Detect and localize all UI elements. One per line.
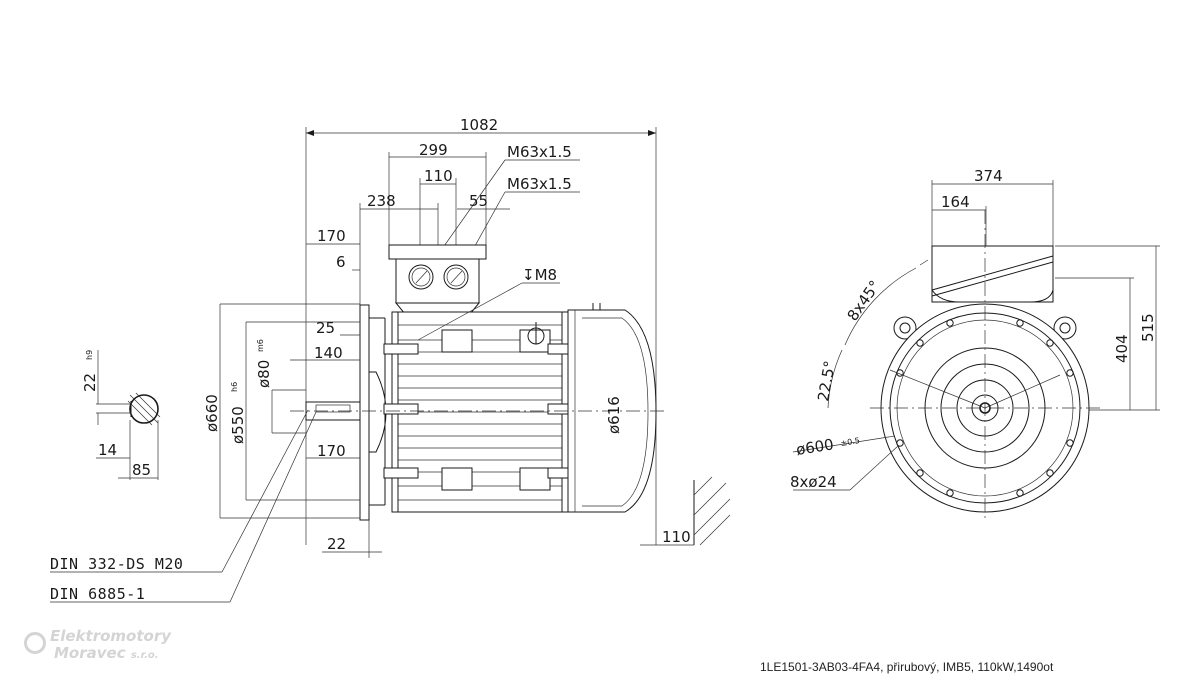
dim-flange-thickness: 22 xyxy=(327,535,346,553)
drawing-caption: 1LE1501-3AB03-4FA4, přirubový, IMB5, 110… xyxy=(760,660,1054,674)
logo-suffix: s.r.o. xyxy=(130,650,159,661)
gear-logo-icon xyxy=(24,632,46,654)
dim-height-404: 404 xyxy=(1113,334,1131,363)
motor-side-view xyxy=(50,127,731,603)
logo-line-1: Elektromotory xyxy=(50,627,171,645)
dim-shaft-key-length: 140 xyxy=(314,344,343,362)
dim-terminal-box-offset: 238 xyxy=(367,192,396,210)
dim-box-height-total: 374 xyxy=(974,167,1003,185)
dim-terminal-box-width: 299 xyxy=(419,141,448,159)
din-thread-label: DIN 332-DS M20 xyxy=(50,555,183,573)
logo-line-2: Moravec s.r.o. xyxy=(24,645,171,664)
dim-bolt-pattern-angle: 8x45° xyxy=(844,277,885,324)
dim-overall-length: 1082 xyxy=(460,116,498,134)
gland-thread-bottom: M63x1.5 xyxy=(507,175,572,193)
dim-spigot-tolerance: h6 xyxy=(230,382,239,392)
dim-shaft-length: 170 xyxy=(317,227,346,245)
motor-front-view xyxy=(792,180,1160,520)
din-key-label: DIN 6885-1 xyxy=(50,585,145,603)
lifting-thread: ↧M8 xyxy=(522,266,557,284)
company-logo: Elektromotory Moravec s.r.o. xyxy=(24,628,171,664)
dim-spigot-diameter: ø550 xyxy=(229,406,247,444)
shaft-key-section xyxy=(96,350,161,480)
dim-pitch-circle-diameter: ø600 xyxy=(795,435,835,459)
dim-box-center-offset: 164 xyxy=(941,193,970,211)
dim-rear-clearance: 110 xyxy=(662,528,691,546)
dim-frame-diameter: ø616 xyxy=(605,396,623,434)
dim-pcd-tolerance: ±0.5 xyxy=(840,436,861,448)
dim-gland-offset: 55 xyxy=(469,192,488,210)
dim-shaft-tolerance: m6 xyxy=(256,339,265,352)
dim-key-width: 14 xyxy=(98,441,117,459)
dim-key-height: 22 xyxy=(81,373,99,392)
logo-company-name: Moravec xyxy=(54,644,126,662)
dim-shaft-diameter: ø80 xyxy=(255,360,273,388)
dim-gland-spacing: 110 xyxy=(424,167,453,185)
dim-shaft-lower: 170 xyxy=(317,442,346,460)
dim-bolt-holes: 8xø24 xyxy=(790,473,837,491)
dim-key-tolerance: h9 xyxy=(85,350,94,360)
dim-flange-diameter: ø660 xyxy=(203,394,221,432)
dim-flange-gap: 6 xyxy=(336,253,346,271)
gland-thread-top: M63x1.5 xyxy=(507,143,572,161)
dim-key-position: 25 xyxy=(316,319,335,337)
dim-key-depth: 85 xyxy=(132,461,151,479)
dim-height-515: 515 xyxy=(1139,313,1157,342)
dim-offset-angle: 22.5° xyxy=(814,359,839,402)
